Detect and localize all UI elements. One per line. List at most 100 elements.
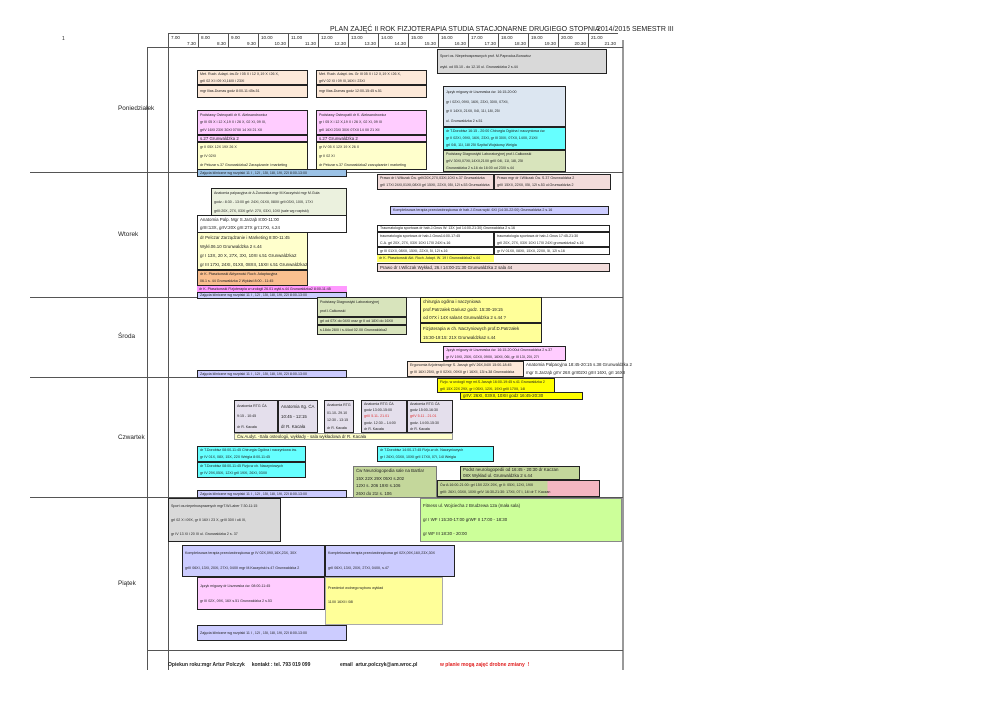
class-block[interactable]: Traumatologia sportowa dr hab.J.Gnus W: … xyxy=(377,225,610,232)
class-block[interactable]: Prawo dr I.Wilczak Wykład, 26.I 14:00-21… xyxy=(377,263,610,272)
block-text: Grunwaldzka 2 s.16 do 16:00 od 23XI s.44 xyxy=(446,165,514,170)
class-block[interactable]: Zajęcia kliniczne wg rozpiski 11 I , 12I… xyxy=(197,490,347,498)
block-text: dr R. Kacała xyxy=(237,424,257,429)
half-hour-label: 13.30 xyxy=(364,41,377,46)
class-block[interactable]: Ćw Neurologopedia sale na Bartla!15X 22X… xyxy=(353,466,437,498)
block-text: grIII 15XII, 22XII, 05I, 12I s.53 ul.Gru… xyxy=(497,183,574,188)
block-text: Fitness ul. Wojciecha z Brudzewa 12a (ma… xyxy=(423,503,521,509)
hour-label: 7.00 xyxy=(171,35,180,40)
class-block[interactable]: Kompleksowa terapia przeciwobrzękowa gr … xyxy=(182,545,325,577)
class-block[interactable]: gr IV 01XII, 08XII, 15XII, 22XII, 5I, 12… xyxy=(494,247,610,255)
block-text: C.A. grI 20X, 27X, 03XI 10XI 17XI 24XI s… xyxy=(380,240,451,245)
class-block[interactable]: Fitness ul. Wojciecha z Brudzewa 12a (ma… xyxy=(420,498,622,542)
block-text: dr K. Ptaszkowski Fizjoterapia w urologi… xyxy=(199,286,331,291)
block-text: gr I WF I 15:30-17:00 grWF II 17:00 - 18… xyxy=(423,517,508,523)
hour-label: 13.00 xyxy=(351,35,363,40)
class-block[interactable]: Język migowy dr Liszewska ćw. 16:15-20:0… xyxy=(443,346,566,361)
block-text: Prawo dr I.Wilczak Wykład, 26.I 14:00-21… xyxy=(380,264,513,270)
block-text: dr T.Dorobisz 08:00-11:45 Fizjo.w ch. Na… xyxy=(200,464,283,469)
class-block[interactable]: Podst neurologopedii od 16:45 - 20:30 dr… xyxy=(460,466,580,480)
class-block[interactable]: Podstawy Diagnostyki Laboratoryjnej prof… xyxy=(443,150,566,172)
class-block[interactable]: dr K. Ptaszkowski Akt. Ruch. Adapt. W. 1… xyxy=(377,255,494,262)
class-block[interactable]: Prawo mgr dr I.Wilczak Ćw. S.37 Grunwald… xyxy=(494,174,611,190)
class-block[interactable]: Fizjoterapia w ch. Naczyniowych prof.D.P… xyxy=(420,323,542,343)
block-text: Podst neurologopedii od 16:45 - 20:30 dr… xyxy=(463,467,559,473)
class-block[interactable]: Anatomia Palpacyjna 18:45-20:15 s.38 Gru… xyxy=(524,361,764,377)
class-block[interactable]: mgr Ilias-Dumas godz 8:00-11:45s.51 xyxy=(197,85,308,98)
block-text: gr III 17XI, 24XI, 01XII, 08XII, 15XII s… xyxy=(200,261,308,267)
block-text: dr Pelczar Zarządzanie i Marketing 8:00-… xyxy=(200,234,290,240)
advisor-email[interactable]: email artur.polczyk@am.wroc.pl xyxy=(340,662,418,668)
class-block[interactable]: Zajęcia kliniczne wg rozpiski 11 I , 12I… xyxy=(197,625,347,641)
block-text: gr II 05X 12X 19X 26 X xyxy=(200,145,237,150)
block-text: grIV 30XI,07XII,14XII,21XII grIII 04I, 1… xyxy=(446,158,524,163)
class-block[interactable]: dr Pelczar Zarządzanie i Marketing 8:00-… xyxy=(197,232,308,270)
block-text: grIV 16XI 23XI 30XI 07XII 14 XII 21 XII xyxy=(200,128,262,133)
class-block[interactable]: Met. Ruch. Adapt. ćw. Gr III 05 X i 12 X… xyxy=(316,70,427,85)
block-text: gr IV 02XI xyxy=(200,153,216,158)
class-block[interactable]: dr K. Ptaszkowski Aktywność Ruch. Adapta… xyxy=(197,270,308,286)
block-text: Prawo dr I.Wilczak Ćw. grIV20X,27X,03XI,… xyxy=(380,176,485,181)
block-text: Język migowy dr Liszewska ćw. 16:15-20:0… xyxy=(446,89,517,94)
class-block[interactable]: s.27 Grunwaldzka 2 xyxy=(197,135,308,142)
class-block[interactable]: Anatomia palpacyjna dr A.Żurowska mgr M.… xyxy=(211,188,347,216)
block-text: Zajęcia kliniczne wg rozpiski 11 I , 12I… xyxy=(200,170,308,175)
hour-label: 15.00 xyxy=(411,35,423,40)
class-block[interactable]: grIV: 26XI, 03XII, 10XII godz 16:45-20:3… xyxy=(460,392,583,400)
day-monday: Poniedziałek xyxy=(118,105,155,112)
block-text: gr II 02 XI xyxy=(319,153,335,158)
class-block[interactable]: dr T.Dorobisz 08:00-11:45 Fizjo.w ch. Na… xyxy=(197,462,306,478)
class-block[interactable]: gr III 01XII, 08XII, 15XII, 22XII, 5I, 1… xyxy=(377,247,494,255)
class-block[interactable]: Podstawy Osteopatii dr K. Aleksandrowicz… xyxy=(197,110,308,135)
class-block[interactable]: traumatologia sportowa dr hab.J.Gnus 17:… xyxy=(494,232,610,247)
half-hour-label: 10.30 xyxy=(274,41,287,46)
class-block[interactable]: dr K. Ptaszkowski Fizjoterapia w urologi… xyxy=(197,286,347,292)
half-hour-label: 12.30 xyxy=(334,41,347,46)
block-text: 08X Wykład ul. Grunwaldzka 2 s.44 xyxy=(463,473,533,479)
class-block[interactable]: s.27 Grunwaldzka 2 xyxy=(316,135,427,142)
class-block[interactable]: Ergonomia fizjoterapii mgr S. Jarząb grI… xyxy=(407,361,524,377)
class-block[interactable]: Podstawy Osteopatii dr K. Aleksandrowicz… xyxy=(316,110,427,135)
block-text: gr IV 29X,05XI, 12XI grII 19XI, 26XI, 03… xyxy=(200,471,268,476)
class-block[interactable]: dr T.Dorobisz 14:00-17:45 Fizjo.w ch. Na… xyxy=(377,446,494,462)
class-block[interactable]: Język migowy dr Liszewska ćw. 08:00-11:4… xyxy=(197,577,325,610)
class-block[interactable]: mgr Ilias-Dumas godz 12:00-15:45 s.51 xyxy=(316,85,427,98)
block-text: Ćw Neurologopedia sale na Bartla! xyxy=(356,468,424,474)
class-block[interactable]: Kompleksowa terapia przeciwobrzękowa grI… xyxy=(325,545,455,577)
class-block[interactable]: Zajęcia kliniczne wg rozpiski 11 I , 12I… xyxy=(197,292,347,299)
class-block[interactable]: Sport os. Niepełnosprawnych prof. M.Papr… xyxy=(437,49,607,74)
page-number: 1 xyxy=(62,36,65,42)
class-block[interactable]: traumatologia sportowa dr hab.J.Gnus14:0… xyxy=(377,232,494,247)
class-block[interactable]: Kompleksowa terapia przeciwobrzękowa dr … xyxy=(390,206,609,215)
block-text: grII 02 XI i 09 XI,16XI i 23XI xyxy=(200,78,245,83)
class-block[interactable]: dr T.Dorobisz 08:00-11:45 Chirurgia Ogól… xyxy=(197,446,306,462)
block-text: Kompleksowa terapia przeciwobrzękowa dr … xyxy=(393,208,553,213)
class-block[interactable]: Zajęcia kliniczne wg rozpiski 11 I , 12I… xyxy=(197,169,347,177)
class-block[interactable]: s.18do 28XI i s.44od 02.XII Grunwaldzka2 xyxy=(317,325,407,335)
class-block[interactable]: Ćw A:16:00-21:00: grI 15X 22X 29X, gr II… xyxy=(437,480,600,497)
class-block[interactable]: dr T.Dorobisz 16:15 - 20:00 Chirurgia Og… xyxy=(443,127,566,150)
block-text: 10:45 - 12:15 xyxy=(281,413,307,419)
block-text: Podstawy Osteopatii dr K. Aleksandrowicz xyxy=(200,112,268,117)
class-block[interactable]: Zajęcia kliniczne wg rozpiski 11 I , 12I… xyxy=(197,370,347,378)
class-block[interactable]: Ćw.Audyt. -Sala osteologii, wykłady - sa… xyxy=(234,433,453,440)
class-block[interactable]: grI od 07X do 04XI oraz gr II od 18XI do… xyxy=(317,317,407,325)
block-text: Kompleksowa terapia przeciwobrzękowa grI… xyxy=(328,551,436,556)
class-block[interactable]: Sport os.niepełnosprawnych mgrT.W.Laber … xyxy=(168,498,281,542)
class-block[interactable]: Met. Ruch. Adapt. ćw.Gr I 05 X i 12 X,19… xyxy=(197,70,308,85)
class-block[interactable]: Język migowy dr Liszewska ćw. 16:15-20:0… xyxy=(443,86,566,127)
hour-label: 14.00 xyxy=(381,35,393,40)
class-block[interactable]: Prawo dr I.Wilczak Ćw. grIV20X,27X,03XI,… xyxy=(377,174,494,190)
class-block[interactable]: Fizjo. w urologii mgr mł.S.Jarząb 16:00-… xyxy=(437,378,555,393)
